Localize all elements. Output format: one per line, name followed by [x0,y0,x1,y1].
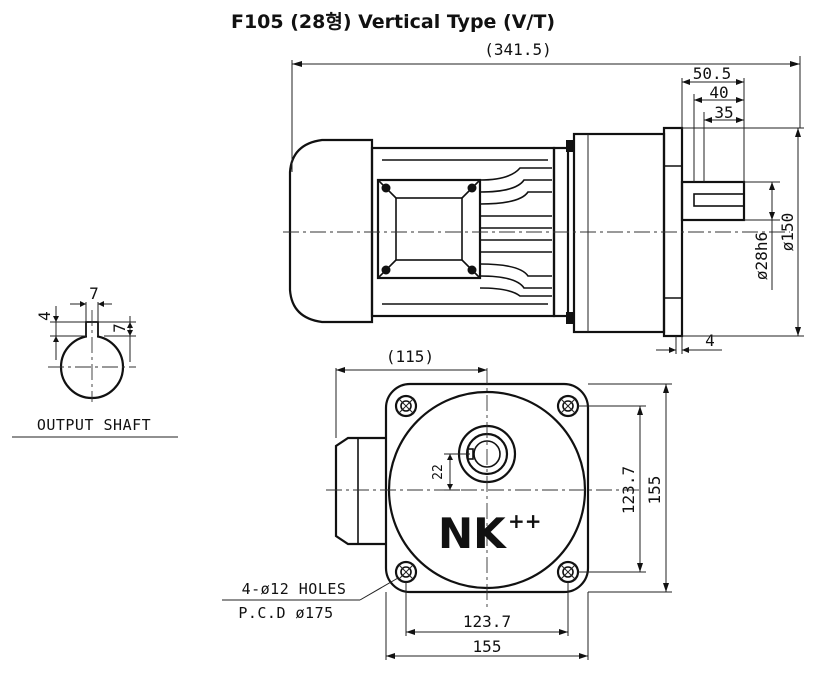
dim-shaft-35: 35 [714,103,733,122]
dim-key-depth: 4 [35,311,54,321]
dim-flange-thickness: 4 [705,331,715,350]
dim-key-width: 7 [89,284,99,303]
dim-shaft-diameter: ø28h6 [752,232,771,280]
dim-flange-diameter: ø150 [778,213,797,252]
shaft-end [473,440,501,468]
shaft-keyway [693,193,745,207]
cooling-fins [378,147,552,317]
output-shaft-label: OUTPUT SHAFT [37,416,151,434]
dim-hole-spacing-horizontal: 123.7 [463,612,511,631]
front-view: NK ++ (115) 22 123.7 155 123.7 [222,347,672,660]
pcd-note: P.C.D ø175 [238,604,333,622]
dim-shaft-50-5: 50.5 [693,64,732,83]
fan-cover [288,138,374,324]
dim-shaft-40: 40 [709,83,728,102]
dim-key-side: 7 [110,323,129,333]
dim-flange-vertical: 155 [645,476,664,505]
side-view: (341.5) 50.5 40 35 4 ø28h6 ø150 [283,40,804,354]
terminal-box [376,178,482,280]
brand-mark: ++ [508,509,542,533]
terminal-box-side [334,436,386,546]
hole-leader [359,577,399,601]
brand-logo: NK [438,509,507,558]
dim-overall-length: (341.5) [484,40,551,59]
dim-flange-horizontal: 155 [473,637,502,656]
output-shaft [680,180,746,222]
holes-note: 4-ø12 HOLES [242,580,347,598]
dim-hole-spacing-vertical: 123.7 [619,466,638,514]
dim-key-height: 22 [431,464,446,480]
bolt-bottom [566,312,574,324]
drawing-title: F105 (28형) Vertical Type (V/T) [231,11,555,33]
dim-offset: (115) [386,347,434,366]
output-shaft-detail: 7 4 7 OUTPUT SHAFT [12,284,178,438]
bolt-top [566,140,574,152]
